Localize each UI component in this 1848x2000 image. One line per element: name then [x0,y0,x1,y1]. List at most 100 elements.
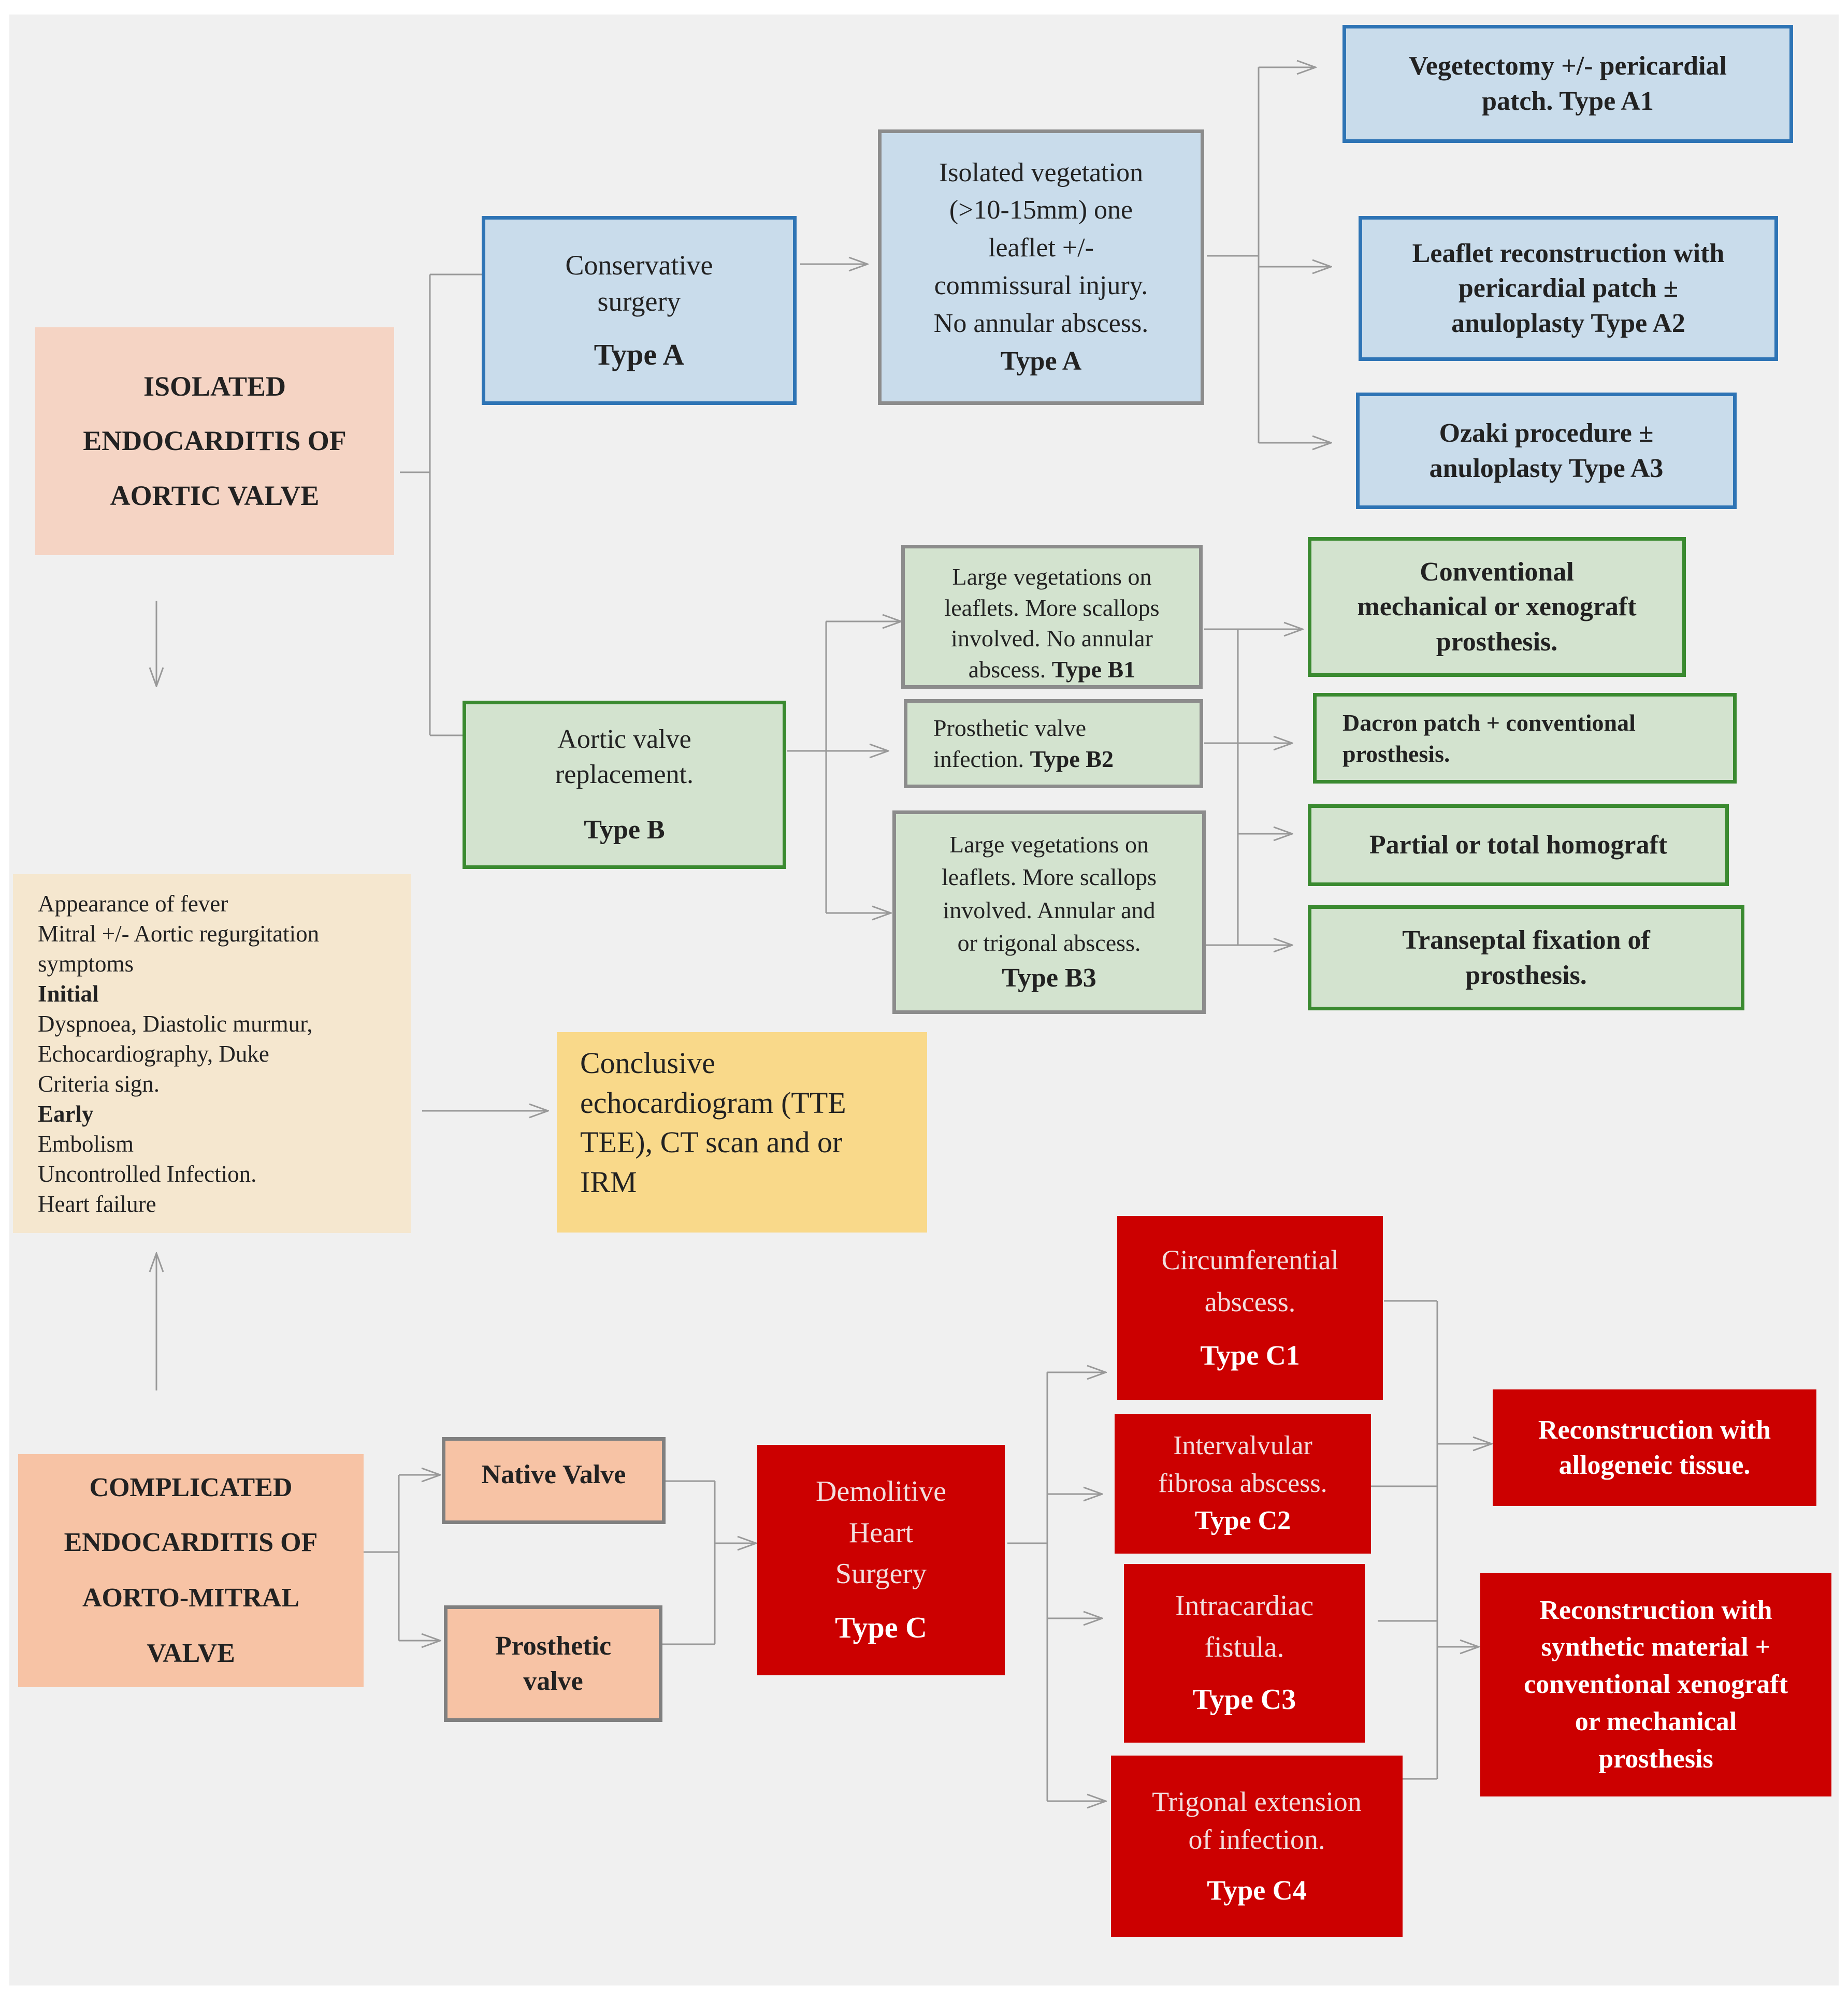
symptom-line: Appearance of fever [38,891,228,917]
b3-line: leaflets. More scallops [941,864,1157,891]
conclusive-box: Conclusive echocardiogram (TTE TEE), CT … [557,1032,927,1233]
c4-line: of infection. [1188,1823,1325,1855]
complicated-title-line: AORTO-MITRAL [82,1583,300,1613]
outcome-line: Transeptal fixation of [1402,925,1650,955]
c4-type: Type C4 [1207,1875,1307,1906]
b1-line: leaflets. More scallops [944,594,1160,621]
outcome-line: Conventional [1420,557,1574,587]
symptom-line: Embolism [38,1131,134,1157]
outcome-homograft-box: Partial or total homograft [1308,804,1729,886]
type-a-criteria-box: Isolated vegetation (>10-15mm) one leafl… [878,129,1204,405]
symptom-line: Echocardiography, Duke [38,1041,269,1067]
prosthetic-line: Prosthetic [495,1631,612,1661]
demolitive-line: Surgery [835,1558,927,1590]
connector-typec-c [1007,1372,1048,1801]
type-c3-box: Intracardiac fistula. Type C3 [1124,1564,1365,1743]
criteria-line: Isolated vegetation [939,157,1144,187]
a2-line: anuloplasty Type A2 [1451,308,1685,338]
isolated-endocarditis-box: ISOLATED ENDOCARDITIS OF AORTIC VALVE [35,327,394,555]
c2-line: Intervalvular [1173,1430,1312,1460]
demolitive-line: Heart [848,1516,914,1549]
b1-last-line: abscess. Type B1 [969,654,1135,685]
c3-type: Type C3 [1192,1684,1296,1716]
b3-line: or trigonal abscess. [957,930,1141,956]
isolated-title-line: ISOLATED [143,371,286,402]
c2-line: fibrosa abscess. [1158,1468,1327,1498]
conservative-label: Conservative [565,249,713,281]
conclusive-line: IRM [580,1165,637,1199]
symptom-line: Mitral +/- Aortic regurgitation [38,921,320,947]
c2-type: Type C2 [1194,1506,1291,1536]
a2-line: Leaflet reconstruction with [1412,238,1725,268]
type-c-label: Type C [835,1610,927,1644]
conservative-label: surgery [597,285,681,317]
type-c4-box: Trigonal extension of infection. Type C4 [1111,1756,1403,1937]
b2-line2: infection. Type B2 [933,744,1114,775]
c1-line: Circumferential [1161,1244,1339,1276]
criteria-line: (>10-15mm) one [949,195,1133,225]
complicated-title-line: VALVE [147,1638,235,1668]
b2-line: Prosthetic valve [933,715,1087,742]
demolitive-line: Demolitive [816,1475,946,1508]
complicated-title-line: COMPLICATED [89,1472,293,1502]
connector-typeb [787,621,827,913]
criteria-line: commissural injury. [934,271,1148,300]
criteria-type: Type A [1000,346,1082,376]
avr-label: replacement. [555,759,694,789]
c3-line: Intracardiac [1175,1590,1314,1622]
avr-label: Aortic valve [557,724,691,755]
complicated-title-line: ENDOCARDITIS OF [64,1528,318,1558]
type-a2-box: Leaflet reconstruction with pericardial … [1359,216,1778,361]
outcome-line: prosthesis. [1342,740,1450,767]
r1-line: Reconstruction with [1538,1415,1771,1445]
c3-line: fistula. [1204,1631,1284,1663]
connector-c-results [1370,1300,1438,1780]
connector-isolated [400,273,482,736]
connector-b-outcomes [1204,628,1239,946]
outcome-conventional-box: Conventional mechanical or xenograft pro… [1308,537,1686,677]
symptoms-box: Appearance of fever Mitral +/- Aortic re… [13,874,411,1233]
symptom-heading-initial: Initial [38,981,99,1007]
b2-line2-text: infection. [933,746,1024,772]
b1-last-text: abscess. [968,656,1046,683]
r2-line: Reconstruction with [1539,1595,1772,1625]
prosthetic-valve-box: Prosthetic valve [444,1605,662,1722]
outcome-dacron-box: Dacron patch + conventional prosthesis. [1313,693,1737,784]
connector-complicated [364,1475,400,1641]
prosthetic-line: valve [523,1666,583,1696]
r2-line: prosthesis [1598,1744,1713,1774]
symptom-line: Heart failure [38,1191,156,1218]
r2-line: synthetic material + [1541,1632,1771,1662]
reconstruction-synthetic-box: Reconstruction with synthetic material +… [1480,1573,1831,1796]
symptom-line: Uncontrolled Infection. [38,1161,257,1187]
demolitive-surgery-box: Demolitive Heart Surgery Type C [757,1445,1005,1675]
a1-line: Vegetectomy +/- pericardial [1409,51,1727,81]
conclusive-line: TEE), CT scan and or [580,1125,843,1160]
a3-line: anuloplasty Type A3 [1429,453,1664,483]
type-b-label: Type B [584,815,665,845]
a3-line: Ozaki procedure ± [1439,418,1654,448]
symptom-heading-early: Early [38,1101,94,1127]
criteria-line: leaflet +/- [988,233,1094,263]
type-c2-box: Intervalvular fibrosa abscess. Type C2 [1115,1414,1371,1554]
type-a3-box: Ozaki procedure ± anuloplasty Type A3 [1356,393,1737,509]
outcome-transeptal-box: Transeptal fixation of prosthesis. [1308,905,1744,1010]
native-valve-box: Native Valve [442,1437,666,1524]
symptom-line: Dyspnoea, Diastolic murmur, [38,1011,313,1037]
type-b1-box: Large vegetations on leaflets. More scal… [901,545,1203,689]
r2-line: conventional xenograft [1524,1670,1788,1700]
c1-line: abscess. [1204,1286,1296,1317]
outcome-line: mechanical or xenograft [1357,592,1637,622]
isolated-title-line: ENDOCARDITIS OF [83,425,347,457]
conclusive-line: echocardiogram (TTE [580,1085,846,1120]
aortic-valve-replacement-box: Aortic valve replacement. Type B [463,701,786,869]
type-c1-box: Circumferential abscess. Type C1 [1117,1216,1383,1400]
outcome-line: prosthesis. [1465,960,1587,990]
b1-line: Large vegetations on [952,563,1152,590]
r2-line: or mechanical [1575,1706,1737,1736]
connector-criteria-a [1207,66,1331,444]
isolated-title-line: AORTIC VALVE [110,480,320,511]
conclusive-line: Conclusive [580,1046,715,1080]
b3-line: Large vegetations on [949,831,1149,858]
